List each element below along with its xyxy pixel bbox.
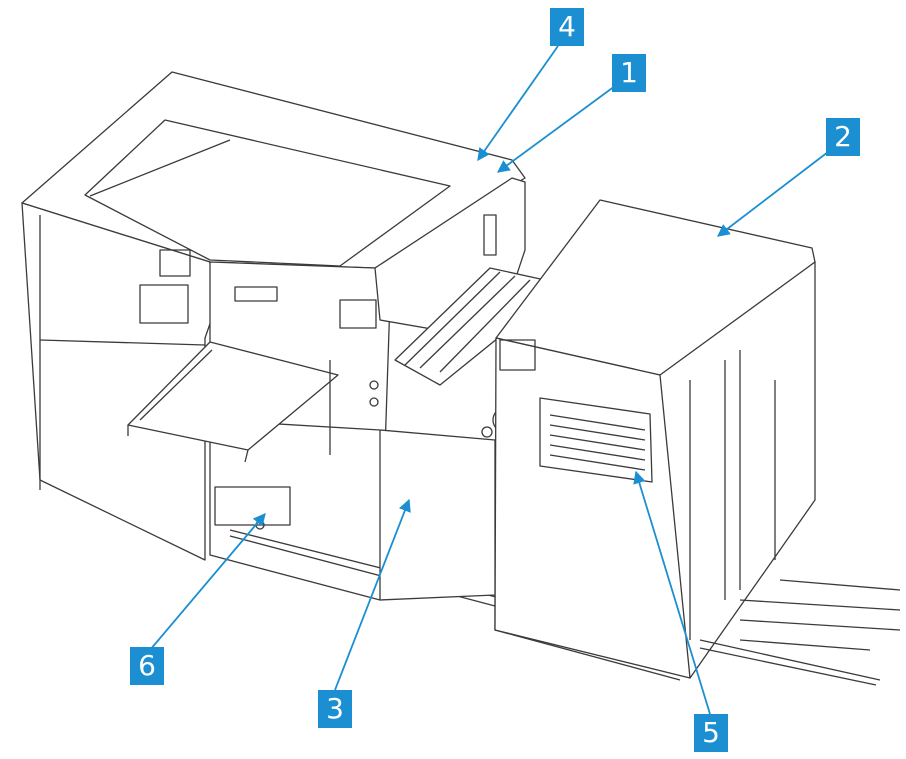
transfer-section xyxy=(374,177,681,681)
leader-1 xyxy=(496,85,616,173)
leader-2 xyxy=(716,151,829,237)
leader-4 xyxy=(477,45,559,162)
callout-boxes xyxy=(130,8,860,752)
callout-box-2 xyxy=(826,118,860,156)
leader-6 xyxy=(149,513,266,651)
callout-label-2: 2 xyxy=(834,120,852,153)
leader-3 xyxy=(334,498,411,691)
callout-label-6: 6 xyxy=(138,649,156,682)
callout-box-5 xyxy=(694,714,728,752)
machine-drawing xyxy=(21,71,901,686)
callout-box-3 xyxy=(318,690,352,728)
callout-label-3: 3 xyxy=(326,692,344,725)
callout-box-6 xyxy=(130,647,164,685)
callout-label-5: 5 xyxy=(702,716,720,749)
leader-5 xyxy=(633,470,711,715)
stripping-unit xyxy=(494,199,901,686)
callout-label-1: 1 xyxy=(620,56,638,89)
stripping-window xyxy=(539,397,653,483)
delivery-tray xyxy=(127,341,339,451)
callout-label-4: 4 xyxy=(558,10,576,43)
callout-box-1 xyxy=(612,54,646,92)
callout-box-4 xyxy=(550,8,584,46)
leader-lines xyxy=(149,45,829,715)
